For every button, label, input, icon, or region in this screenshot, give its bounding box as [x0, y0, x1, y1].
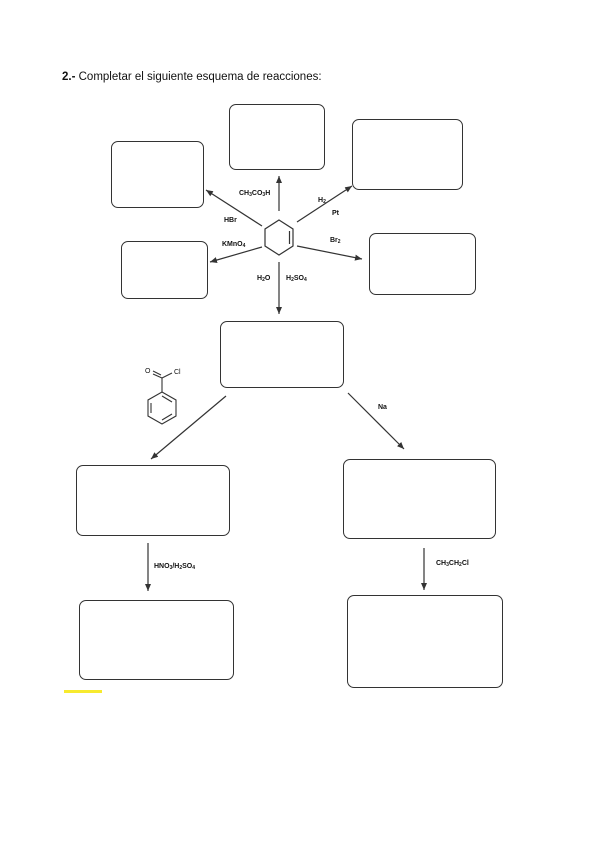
answer-box-hydration[interactable]	[220, 321, 344, 388]
question-number: 2.-	[62, 71, 76, 83]
reagent-platinum: Pt	[332, 210, 339, 217]
arrow-to-oxidation	[209, 246, 263, 263]
arrow-to-alkoxide	[347, 392, 405, 450]
answer-box-williamson[interactable]	[347, 595, 503, 688]
answer-box-hydrogenation[interactable]	[352, 119, 463, 190]
benzoyl-chloride-o: O	[145, 368, 151, 375]
reagent-peracetic-acid: CH3CO3H	[239, 190, 271, 198]
reagent-nitrating-mixture: HNO3/H2SO4	[154, 563, 196, 571]
reagent-ethyl-chloride: CH3CH2Cl	[436, 560, 469, 568]
answer-box-hydrobromination[interactable]	[111, 141, 204, 208]
question-text: Completar el siguiente esquema de reacci…	[78, 71, 322, 83]
arrow-to-hydrogenation	[296, 185, 353, 223]
reagent-water: H2O	[257, 275, 271, 283]
cyclohexene-structure	[264, 219, 294, 256]
answer-box-nitration[interactable]	[79, 600, 234, 680]
answer-box-bromination[interactable]	[369, 233, 476, 295]
reagent-sulfuric-acid: H2SO4	[286, 275, 307, 283]
reagent-hydrogen: H2	[318, 197, 326, 205]
yellow-highlight-mark	[64, 690, 102, 693]
arrow-to-hydrobromination	[205, 189, 263, 227]
reagent-bromine: Br2	[330, 237, 341, 245]
reagent-hbr: HBr	[224, 217, 237, 224]
answer-box-oxidation[interactable]	[121, 241, 208, 299]
reagent-sodium: Na	[378, 404, 387, 411]
question-title: 2.- Completar el siguiente esquema de re…	[62, 71, 322, 83]
benzoyl-chloride-structure	[147, 370, 177, 425]
reagent-permanganate: KMnO4	[222, 241, 246, 249]
arrow-to-bromination	[296, 245, 363, 261]
answer-box-epoxidation[interactable]	[229, 104, 325, 170]
answer-box-alkoxide[interactable]	[343, 459, 496, 539]
answer-box-esterification[interactable]	[76, 465, 230, 536]
benzoyl-chloride-cl: Cl	[174, 369, 181, 376]
arrow-to-ester	[150, 395, 227, 460]
